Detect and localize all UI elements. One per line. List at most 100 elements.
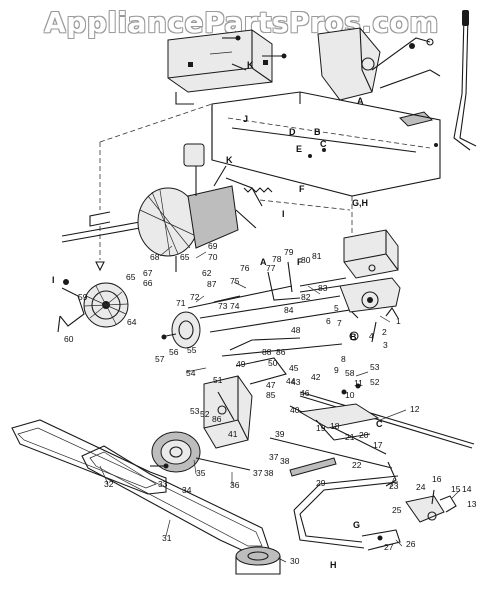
part-number-label: 57	[155, 354, 165, 364]
part-number-label: 53	[370, 362, 380, 372]
part-number-label: 52	[200, 409, 210, 419]
part-number-label: 69	[208, 241, 218, 251]
part-number-label: 54	[186, 368, 196, 378]
part-number-label: 10	[345, 390, 355, 400]
part-number-label: 55	[187, 345, 197, 355]
part-number-label: 65	[126, 272, 136, 282]
part-number-label: 50	[268, 358, 278, 368]
part-number-label: 38	[280, 456, 290, 466]
part-number-label: 53	[190, 406, 200, 416]
part-number-label: 4	[369, 331, 374, 341]
part-number-label: 39	[275, 429, 285, 439]
tension-spring	[243, 187, 273, 193]
part-number-label: 30	[290, 556, 300, 566]
connection-letter-label: K	[247, 60, 254, 70]
part-number-label: 42	[311, 372, 321, 382]
part-number-label: 47	[266, 380, 276, 390]
brake-rod	[269, 437, 397, 487]
part-number-label: 38	[264, 468, 274, 478]
part-number-label: 52	[370, 377, 380, 387]
transmission-pulley	[57, 279, 129, 333]
part-number-label: 22	[352, 460, 362, 470]
part-number-label: 87	[207, 279, 217, 289]
engine-pulley-30	[235, 546, 281, 575]
part-number-label: 9	[334, 365, 339, 375]
part-number-label: 31	[162, 533, 172, 543]
spring-sleeve	[289, 457, 337, 477]
frame-panel	[99, 91, 441, 250]
part-number-label: 46	[300, 388, 310, 398]
leader-lines	[99, 245, 461, 563]
part-number-label: 37	[269, 452, 279, 462]
connection-letter-label: I	[282, 209, 285, 219]
connection-letter-label: C	[376, 419, 383, 429]
part-number-label: 78	[272, 254, 282, 264]
idler-pulley	[161, 311, 201, 349]
part-number-label: 16	[432, 474, 442, 484]
part-number-label: 77	[266, 263, 276, 273]
part-number-label: 84	[284, 305, 294, 315]
part-number-label: 73	[218, 301, 228, 311]
engine-drive-pulley	[150, 431, 251, 473]
part-number-label: 37	[253, 468, 263, 478]
part-number-label: 49	[236, 359, 246, 369]
part-number-label: 64	[127, 317, 137, 327]
part-number-label: 51	[213, 375, 223, 385]
part-number-label: 74	[230, 301, 240, 311]
part-number-label: 76	[240, 263, 250, 273]
connection-letter-label: G,H	[352, 198, 368, 208]
part-number-label: 15	[451, 484, 461, 494]
part-number-label: 6	[326, 316, 331, 326]
part-number-label: 2	[382, 327, 387, 337]
part-number-label: 82	[301, 292, 311, 302]
part-number-label: 7	[337, 318, 342, 328]
brake-lever	[339, 277, 401, 343]
part-number-label: 67	[143, 268, 153, 278]
part-number-label: 23	[389, 481, 399, 491]
part-number-label: 36	[230, 480, 240, 490]
center-mount-bracket	[203, 357, 287, 449]
part-number-label: 45	[289, 363, 299, 373]
part-number-label: 44	[286, 376, 296, 386]
pivot-bracket	[343, 229, 399, 279]
part-number-label: 21	[345, 432, 355, 442]
part-number-label: 34	[182, 485, 192, 495]
part-number-label: 29	[316, 478, 326, 488]
lever-knob	[399, 111, 433, 127]
part-number-label: 20	[359, 430, 369, 440]
connection-letter-label: F	[297, 257, 303, 267]
linkage-rods	[187, 261, 359, 357]
part-number-label: 14	[462, 484, 472, 494]
part-number-label: 68	[150, 252, 160, 262]
top-bolts	[222, 35, 287, 71]
part-number-label: 43	[291, 377, 301, 387]
connection-letter-label: B	[314, 127, 321, 137]
part-number-label: 48	[291, 325, 301, 335]
part-number-label: 17	[373, 440, 383, 450]
part-number-label: 59	[78, 292, 88, 302]
connection-letter-label: B	[350, 332, 357, 342]
connection-letter-label: A	[357, 96, 364, 106]
part-number-label: 32	[104, 479, 114, 489]
part-number-label: 11	[354, 378, 363, 388]
connection-letter-label: J	[243, 114, 248, 124]
part-number-label: 86	[212, 414, 222, 424]
part-number-label: 66	[143, 278, 153, 288]
part-number-label: 81	[312, 251, 322, 261]
connection-letter-label: E	[296, 144, 302, 154]
connection-letter-label: C	[320, 139, 327, 149]
connection-letter-label: F	[299, 184, 305, 194]
part-number-label: 27	[384, 542, 394, 552]
part-number-label: 41	[228, 429, 238, 439]
part-number-label: 40	[290, 405, 300, 415]
part-number-label: 62	[202, 268, 212, 278]
part-number-label: 83	[318, 283, 328, 293]
axle-bracket	[298, 383, 380, 441]
part-number-label: 80	[301, 255, 311, 265]
lift-lever-assembly	[317, 27, 441, 101]
part-number-label: 33	[158, 479, 168, 489]
connection-letter-label: D	[289, 127, 296, 137]
part-number-label: 85	[266, 390, 276, 400]
